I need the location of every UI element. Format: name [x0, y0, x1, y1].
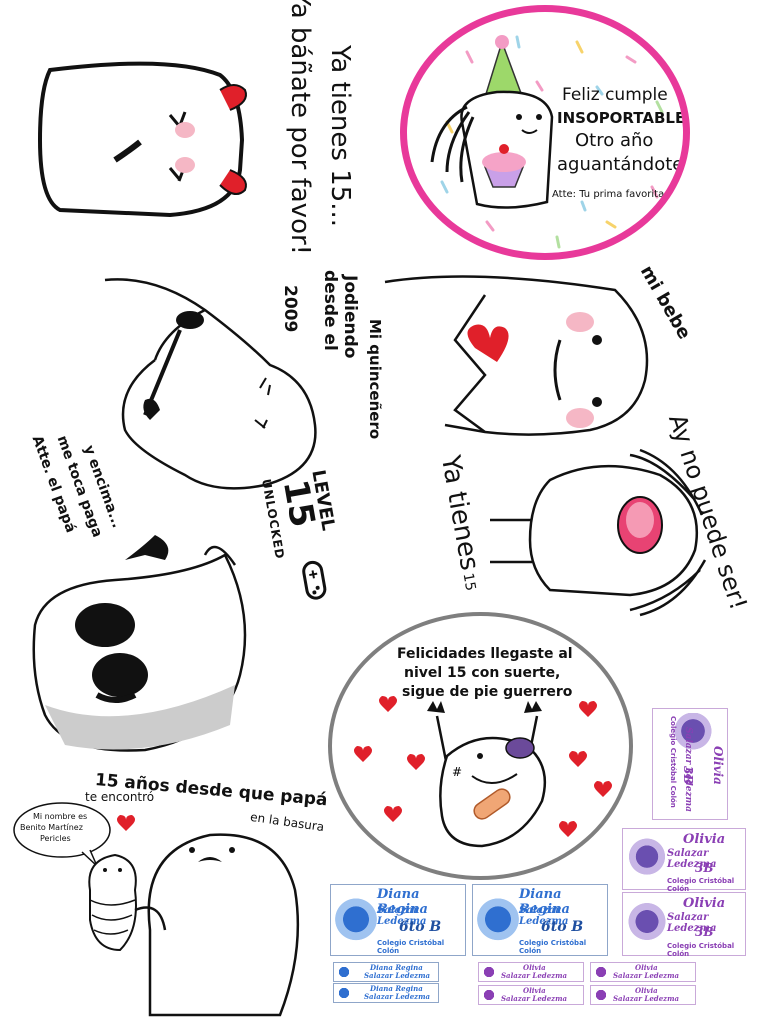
- stitch-character-icon: [336, 964, 352, 980]
- diana-label-2: Diana Regina Salazar Ledezma 6to B Coleg…: [472, 884, 608, 956]
- olivia-small-surname: Salazar Ledezma: [613, 971, 680, 980]
- diana-grade: 6to B: [399, 919, 442, 935]
- olivia-small-name: Olivia: [635, 963, 658, 972]
- olivia-grade: 3B: [695, 925, 714, 939]
- level-circle-line3: sigue de pie guerrero: [402, 684, 573, 700]
- stitch-character-icon: [593, 987, 609, 1003]
- olivia-grade: 3B: [695, 861, 714, 875]
- jodiendo-text: Jodiendo: [340, 275, 360, 359]
- birthday-circle-sticker: Feliz cumple INSOPORTABLE Otro año aguan…: [400, 5, 690, 260]
- te-encontro-text: te encontró: [85, 790, 155, 804]
- olivia-small-surname: Salazar Ledezma: [613, 994, 680, 1003]
- olivia-label-2: Olivia Salazar Ledezma 3B Colegio Cristó…: [622, 892, 746, 958]
- level-circle-line1: Felicidades llegaste al: [397, 646, 573, 662]
- father-baby-character-icon: [88, 815, 300, 1017]
- olivia-name: Olivia: [683, 896, 726, 911]
- desde-el-text: desde el: [320, 270, 340, 351]
- level-unlocked-badge: LEVEL 15 UNLOCKED: [239, 468, 350, 612]
- sunglasses-lying-character-icon: [104, 278, 317, 490]
- ya-tienes-num-text: 15: [459, 571, 479, 593]
- stitch-character-icon: [593, 964, 609, 980]
- diana-school: Colegio Cristóbal Colón: [519, 939, 587, 955]
- olivia-small-label-1: Olivia Salazar Ledezma: [478, 962, 584, 982]
- diana-small-name: Diana Regina: [370, 984, 423, 993]
- stitch-character-icon: [625, 835, 669, 883]
- birthday-line2: INSOPORTABLE: [557, 109, 686, 127]
- sunglasses-hand-character-icon: [32, 535, 247, 752]
- diana-label-1: Diana Regina Salazar Ledezma 6to B Coleg…: [330, 884, 466, 956]
- olivia-small-label-3: Olivia Salazar Ledezma: [478, 985, 584, 1005]
- olivia-small-label-2: Olivia Salazar Ledezma: [590, 962, 696, 982]
- diana-small-name: Diana Regina: [370, 963, 423, 972]
- olivia-vertical-school: Colegio Cristóbal Colón: [669, 716, 677, 808]
- olivia-label-1: Olivia Salazar Ledezma 3B Colegio Cristó…: [622, 828, 746, 893]
- level-number-text: 15: [274, 476, 323, 531]
- warrior-character-icon: #: [354, 696, 612, 848]
- olivia-vertical-name: Olivia: [711, 746, 725, 785]
- diana-small-surname: Salazar Ledezma: [364, 992, 431, 1001]
- olivia-small-name: Olivia: [523, 963, 546, 972]
- olivia-small-name: Olivia: [523, 986, 546, 995]
- year-2009-text: 2009: [280, 285, 300, 333]
- diana-name: Diana Regina: [519, 887, 570, 917]
- stitch-character-icon: [481, 964, 497, 980]
- olivia-small-label-4: Olivia Salazar Ledezma: [590, 985, 696, 1005]
- stitch-character-icon: [336, 985, 352, 1001]
- olivia-small-name: Olivia: [635, 986, 658, 995]
- confetti-decoration: [430, 35, 664, 249]
- birthday-line4: aguantándote: [557, 154, 684, 175]
- olivia-small-surname: Salazar Ledezma: [501, 971, 568, 980]
- mi-quinceanero-text: Mi quinceñero: [366, 319, 384, 440]
- olivia-vertical-grade: 3B: [681, 766, 695, 785]
- stitch-character-icon: [625, 899, 669, 949]
- diana-grade: 6to B: [541, 919, 584, 935]
- ya-banate-text: ¡Ya báñate por favor!: [285, 0, 315, 256]
- diana-small-label-2: Diana Regina Salazar Ledezma: [333, 983, 439, 1003]
- birthday-signature: Atte: Tu prima favorita: [552, 189, 665, 200]
- birthday-line3: Otro año: [575, 130, 654, 151]
- diana-school: Colegio Cristóbal Colón: [377, 939, 445, 955]
- bubble-line2: Benito Martínez: [20, 823, 83, 832]
- ya-tienes-15-text: Ya tienes 15...: [325, 45, 355, 228]
- ya-tienes-text: Ya tienes: [434, 453, 485, 573]
- olivia-school: Colegio Cristóbal Colón: [667, 877, 735, 893]
- diana-surname: Salazar Ledezma: [377, 905, 427, 927]
- devil-character-icon: [37, 61, 247, 218]
- bubble-line3: Pericles: [40, 834, 71, 843]
- speech-bubble: [13, 802, 111, 867]
- stitch-character-icon: [333, 895, 379, 949]
- svg-text:#: #: [452, 765, 462, 779]
- level-circle-sticker: Felicidades llegaste al nivel 15 con sue…: [328, 612, 633, 880]
- birthday-line1: Feliz cumple: [562, 85, 668, 105]
- olivia-small-surname: Salazar Ledezma: [501, 994, 568, 1003]
- diana-name: Diana Regina: [377, 887, 428, 917]
- diana-surname: Salazar Ledezma: [519, 905, 569, 927]
- heart-baby-character-icon: [384, 275, 649, 436]
- gamepad-icon: [302, 560, 327, 600]
- screaming-character-icon: [490, 448, 707, 617]
- olivia-surname: Salazar Ledezma: [667, 912, 717, 934]
- stitch-character-icon: [481, 987, 497, 1003]
- diana-small-surname: Salazar Ledezma: [364, 971, 431, 980]
- olivia-label-vertical: Olivia Salazar Ledezma 3B Colegio Cristó…: [652, 708, 728, 820]
- olivia-school: Colegio Cristóbal Colón: [667, 942, 735, 958]
- olivia-name: Olivia: [683, 832, 726, 847]
- level-circle-line2: nivel 15 con suerte,: [404, 665, 561, 681]
- stitch-character-icon: [668, 713, 718, 753]
- diana-small-label-1: Diana Regina Salazar Ledezma: [333, 962, 439, 982]
- olivia-surname: Salazar Ledezma: [667, 848, 717, 870]
- bubble-line1: Mi nombre es: [33, 812, 88, 821]
- stitch-character-icon: [475, 895, 521, 949]
